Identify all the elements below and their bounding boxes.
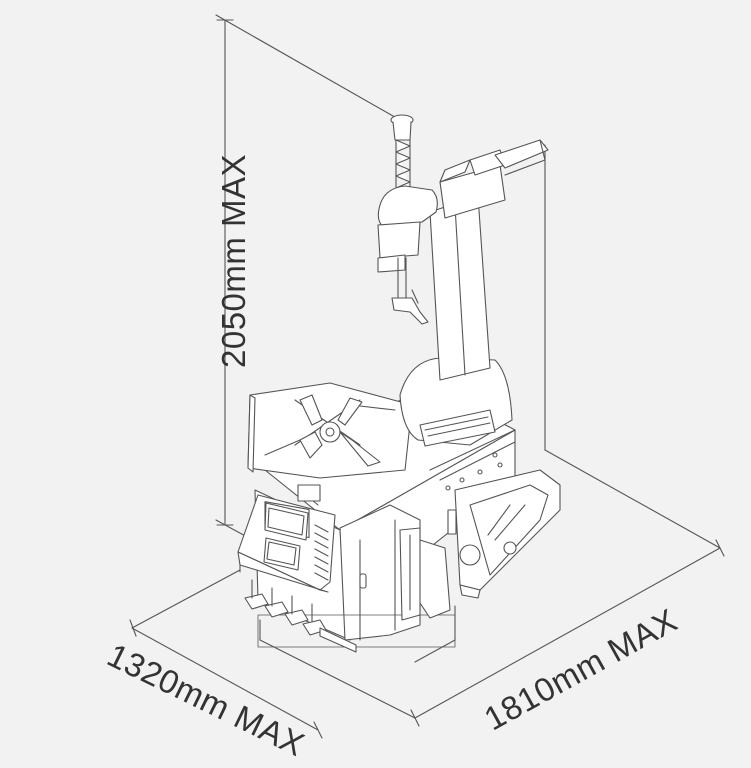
width-dimension-line	[129, 564, 323, 739]
turntable	[247, 382, 413, 506]
bead-breaker-arm	[399, 469, 561, 621]
side-panel-details	[429, 429, 516, 491]
mount-head	[377, 114, 438, 325]
foot-pedals	[244, 579, 456, 653]
control-panel	[237, 494, 336, 593]
height-dimension-label: 2050mm MAX	[215, 153, 252, 368]
depth-dimension-line	[259, 144, 725, 727]
tower-column	[399, 139, 549, 447]
